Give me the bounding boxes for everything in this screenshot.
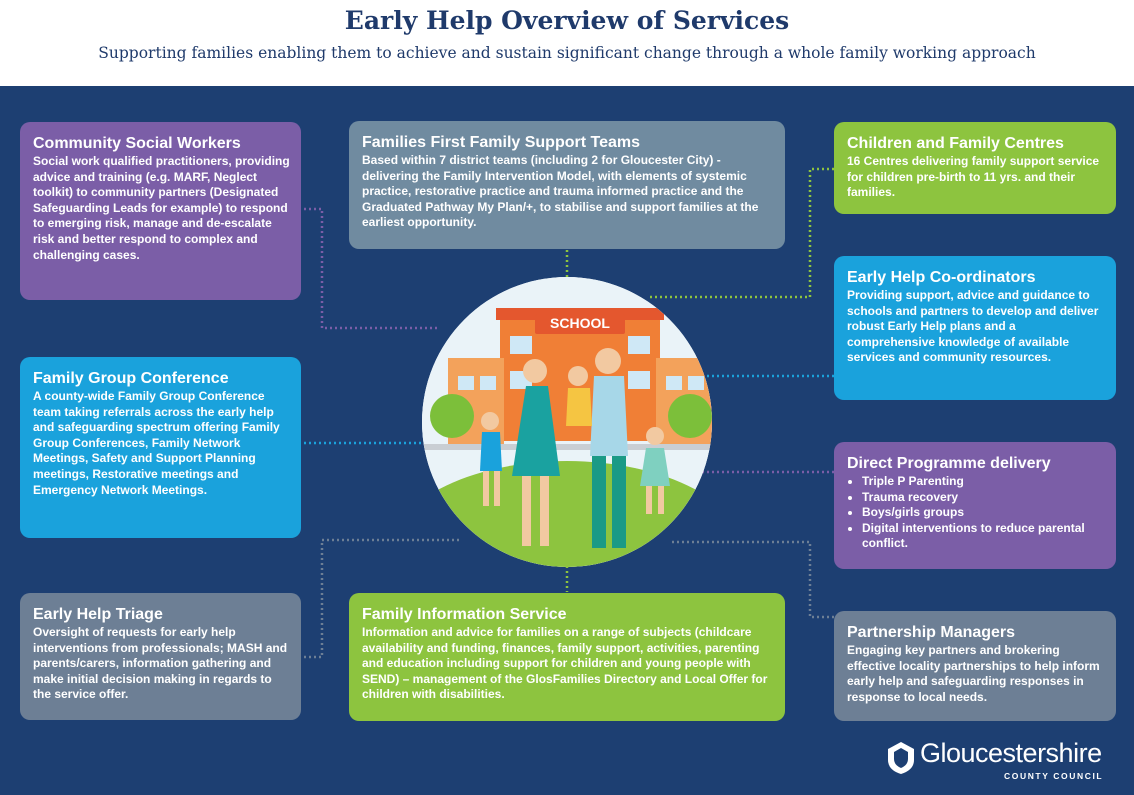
- card-early-help-triage: Early Help Triage Oversight of requests …: [20, 593, 301, 720]
- connector-partnership-managers: [670, 540, 834, 619]
- programme-list: Triple P Parenting Trauma recovery Boys/…: [847, 474, 1106, 552]
- crest-icon: [888, 742, 914, 774]
- card-title: Family Information Service: [362, 606, 567, 623]
- card-early-help-coordinators: Early Help Co-ordinators Providing suppo…: [834, 256, 1116, 400]
- card-body: Providing support, advice and guidance t…: [847, 288, 1099, 365]
- card-title: Partnership Managers: [847, 624, 1016, 641]
- card-body: Oversight of requests for early help int…: [33, 625, 288, 702]
- services-diagram: SCHOOL Community Social Workers Social w…: [0, 86, 1134, 795]
- card-partnership-managers: Partnership Managers Engaging key partne…: [834, 611, 1116, 721]
- card-title: Children and Family Centres: [847, 135, 1064, 152]
- card-body: 16 Centres delivering family support ser…: [847, 154, 1100, 200]
- card-title: Early Help Co-ordinators: [847, 269, 1036, 286]
- page-title: Early Help Overview of Services: [344, 6, 790, 35]
- connector-early-help-triage: [304, 538, 460, 659]
- card-family-information: Family Information Service Information a…: [349, 593, 785, 721]
- list-item: Trauma recovery: [862, 490, 1106, 506]
- header: Early Help Overview of Services Supporti…: [0, 0, 1134, 86]
- card-body: Social work qualified practitioners, pro…: [33, 154, 290, 262]
- card-title: Family Group Conference: [33, 370, 229, 387]
- card-direct-programme: Direct Programme delivery Triple P Paren…: [834, 442, 1116, 569]
- card-body: Based within 7 district teams (including…: [362, 153, 759, 230]
- card-families-first: Families First Family Support Teams Base…: [349, 121, 785, 249]
- card-family-group-conference: Family Group Conference A county-wide Fa…: [20, 357, 301, 538]
- card-title: Community Social Workers: [33, 135, 241, 152]
- connector-lines: SCHOOL: [304, 167, 834, 659]
- school-sign: SCHOOL: [550, 315, 610, 331]
- family-illustration: SCHOOL: [422, 277, 712, 567]
- card-body: A county-wide Family Group Conference te…: [33, 389, 280, 497]
- card-title: Early Help Triage: [33, 606, 163, 623]
- connector-community-social-workers: [304, 207, 440, 330]
- card-children-family-centres: Children and Family Centres 16 Centres d…: [834, 122, 1116, 214]
- council-logo: Gloucestershire COUNTY COUNCIL: [884, 736, 1124, 786]
- logo-name: Gloucestershire: [920, 738, 1102, 768]
- connector-children-family-centres: [650, 167, 834, 299]
- card-body: Information and advice for families on a…: [362, 625, 768, 702]
- list-item: Boys/girls groups: [862, 505, 1106, 521]
- page-subtitle: Supporting families enabling them to ach…: [98, 44, 1036, 62]
- logo-sub: COUNTY COUNCIL: [1004, 771, 1104, 781]
- list-item: Digital interventions to reduce parental…: [862, 521, 1106, 552]
- card-body: Engaging key partners and brokering effe…: [847, 643, 1100, 704]
- card-title: Direct Programme delivery: [847, 455, 1051, 472]
- card-community-social-workers: Community Social Workers Social work qua…: [20, 122, 301, 300]
- card-title: Families First Family Support Teams: [362, 134, 640, 151]
- list-item: Triple P Parenting: [862, 474, 1106, 490]
